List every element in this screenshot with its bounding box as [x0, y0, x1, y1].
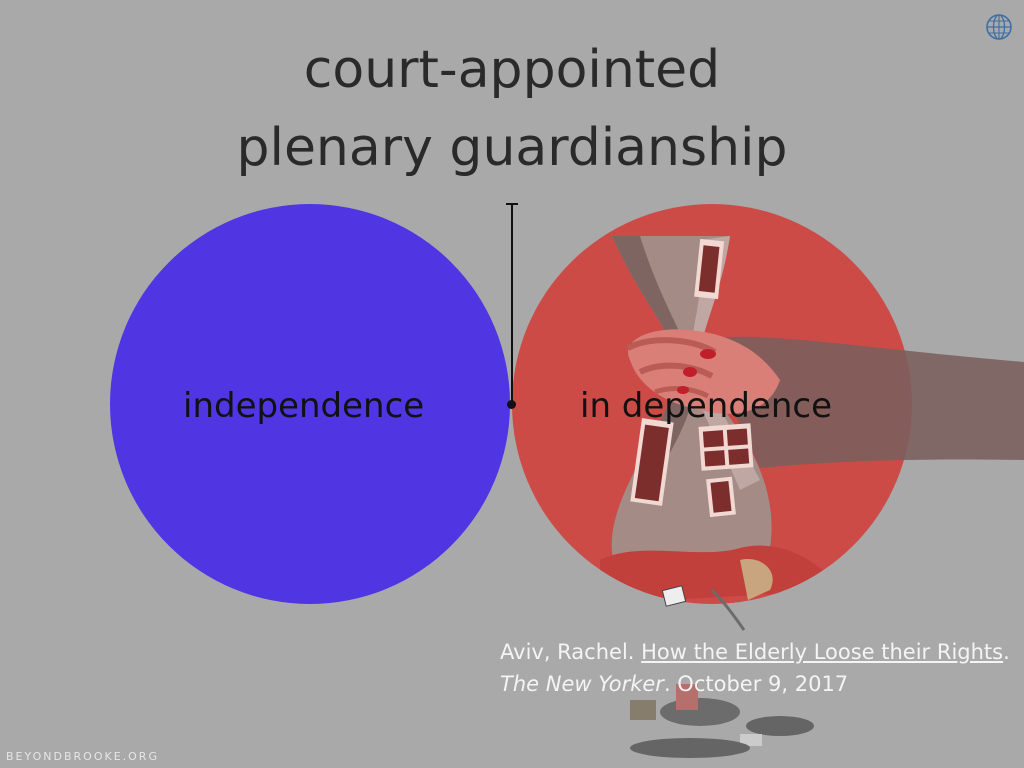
citation-article-link[interactable]: How the Elderly Loose their Rights	[641, 640, 1004, 664]
blue-circle-reflection	[110, 604, 510, 744]
in-dependence-label: in dependence	[580, 386, 833, 426]
divider-dot	[507, 400, 516, 409]
title-line-2: plenary guardianship	[236, 118, 788, 178]
citation: Aviv, Rachel. How the Elderly Loose thei…	[500, 636, 1015, 700]
citation-separator: .	[1003, 640, 1010, 664]
independence-label: independence	[183, 386, 425, 426]
site-footer: BEYONDBROOKE.ORG	[6, 750, 159, 763]
title-line-1: court-appointed	[303, 40, 721, 100]
divider-line	[511, 204, 513, 404]
independence-circle	[110, 204, 510, 604]
globe-icon[interactable]	[984, 12, 1014, 42]
citation-author: Aviv, Rachel.	[500, 640, 642, 664]
citation-publication: The New Yorker	[500, 672, 664, 696]
citation-date: . October 9, 2017	[663, 672, 849, 696]
